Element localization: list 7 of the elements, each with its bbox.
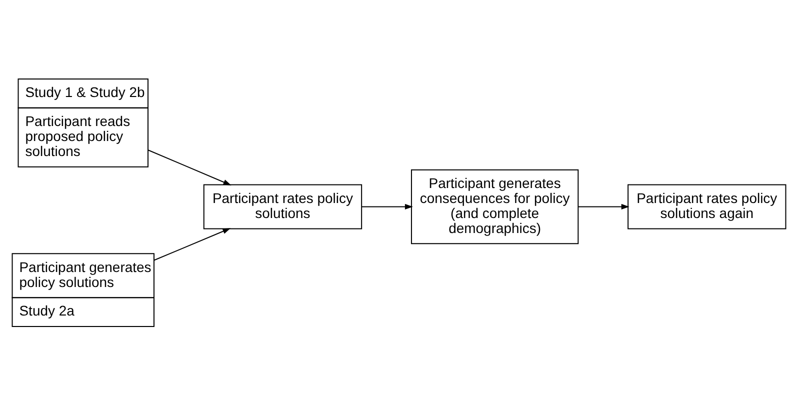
- arrow: [578, 203, 630, 210]
- node-box: Participant rates policy solutions again: [628, 184, 786, 229]
- node-box: Participant generates consequences for policy (and complete demographics): [410, 168, 579, 244]
- arrow: [361, 203, 413, 210]
- arrow: [154, 228, 231, 260]
- node-box: Participant rates policy solutions: [203, 184, 362, 229]
- arrow: [148, 149, 232, 185]
